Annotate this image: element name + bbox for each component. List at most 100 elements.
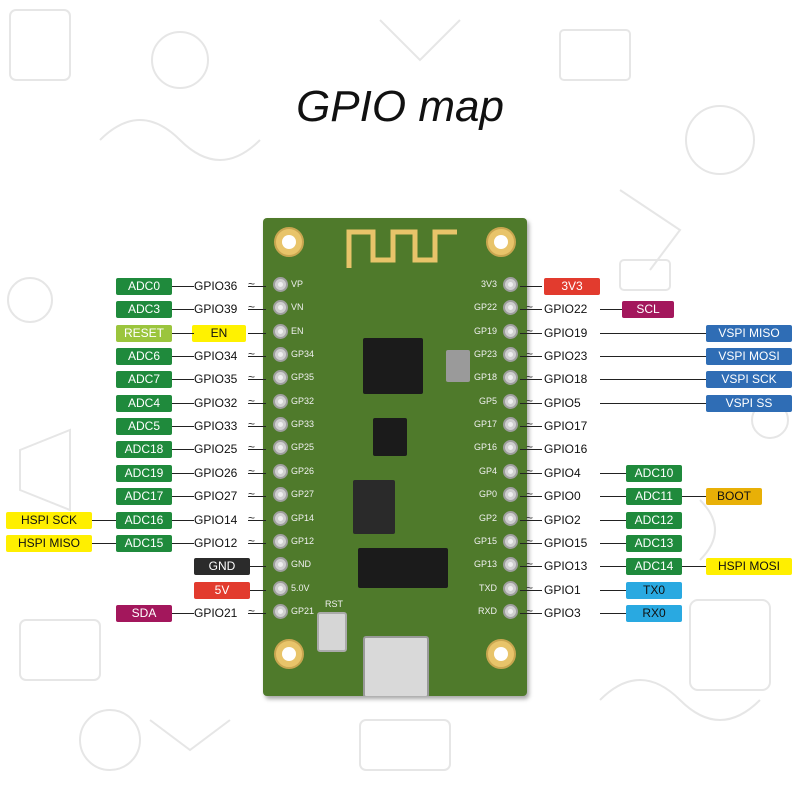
pin-pad bbox=[273, 463, 288, 479]
wave-mark: ~ bbox=[248, 277, 256, 291]
lead-line bbox=[172, 309, 194, 311]
extra-label: HSPI MOSI bbox=[706, 558, 792, 576]
wave-mark: ~ bbox=[248, 463, 256, 478]
usb-uart-chip bbox=[358, 548, 448, 588]
right-silk-label: GP16 bbox=[473, 442, 497, 453]
pin-pad bbox=[273, 323, 288, 339]
extra-label: BOOT bbox=[706, 488, 762, 506]
right-silk-label: GP23 bbox=[473, 349, 497, 360]
function-label: ADC15 bbox=[116, 534, 172, 552]
function-label: SCL bbox=[622, 301, 674, 319]
gpio-label: GPIO27 bbox=[194, 489, 238, 504]
gpio-label: GPIO2 bbox=[544, 512, 581, 527]
wave-mark: ~ bbox=[526, 440, 534, 455]
lead-line bbox=[248, 566, 266, 568]
gpio-label: GPIO14 bbox=[194, 512, 238, 527]
wave-mark: ~ bbox=[248, 603, 256, 618]
function-label: ADC14 bbox=[626, 558, 682, 576]
gpio-label: GPIO26 bbox=[194, 465, 238, 480]
left-silk-label: VP bbox=[291, 279, 304, 289]
wave-mark: ~ bbox=[526, 300, 534, 315]
pin-pad bbox=[503, 417, 518, 433]
lead-line bbox=[520, 379, 542, 381]
left-silk-label: EN bbox=[291, 325, 304, 336]
pin-pad bbox=[273, 440, 288, 456]
hspi-label: HSPI SCK bbox=[6, 511, 92, 529]
function-label: 3V3 bbox=[544, 278, 600, 295]
pin-pad bbox=[273, 487, 288, 503]
lead-line bbox=[172, 402, 194, 404]
lead-line bbox=[172, 472, 194, 474]
lead-line bbox=[248, 472, 266, 474]
lead-line bbox=[92, 519, 116, 521]
lead-line bbox=[172, 286, 194, 287]
wave-mark: ~ bbox=[526, 370, 534, 385]
lead-line bbox=[248, 612, 266, 614]
pin-pad bbox=[273, 533, 288, 549]
left-silk-label: 5.0V bbox=[291, 582, 310, 593]
lead-line bbox=[682, 566, 706, 568]
lead-line bbox=[248, 332, 266, 334]
lead-line bbox=[600, 612, 626, 614]
gpio-label: GPIO33 bbox=[194, 419, 238, 434]
lead-line bbox=[248, 286, 266, 287]
gpio-label: GPIO23 bbox=[544, 349, 588, 364]
pin-pad bbox=[503, 580, 518, 596]
wave-mark: ~ bbox=[248, 370, 256, 385]
gpio-label: GPIO4 bbox=[544, 465, 581, 480]
right-silk-label: GP19 bbox=[473, 325, 497, 336]
gpio-label: GPIO0 bbox=[544, 489, 581, 504]
left-silk-label: GP33 bbox=[291, 419, 315, 430]
right-silk-label: GP13 bbox=[473, 559, 497, 570]
lead-line bbox=[600, 472, 626, 474]
wave-mark: ~ bbox=[526, 603, 534, 618]
wave-mark: ~ bbox=[526, 533, 534, 548]
function-label: VSPI SCK bbox=[706, 371, 792, 389]
rst-button[interactable] bbox=[317, 612, 347, 652]
gpio-label: GPIO15 bbox=[544, 535, 588, 550]
gpio-label: GPIO32 bbox=[194, 395, 238, 410]
pin-pad bbox=[503, 440, 518, 456]
function-label: SDA bbox=[116, 604, 172, 622]
gpio-label: GPIO19 bbox=[544, 325, 588, 340]
wave-mark: ~ bbox=[248, 440, 256, 455]
function-label: ADC7 bbox=[116, 371, 172, 389]
function-label: ADC16 bbox=[116, 511, 172, 529]
lead-line bbox=[520, 286, 542, 287]
lead-line bbox=[600, 519, 626, 521]
lead-line bbox=[600, 542, 626, 544]
wave-mark: ~ bbox=[248, 300, 256, 315]
function-label: VSPI MOSI bbox=[706, 348, 792, 366]
wave-mark: ~ bbox=[526, 417, 534, 432]
mounting-hole-icon bbox=[274, 227, 304, 257]
wave-mark: ~ bbox=[248, 487, 256, 502]
wave-mark: ~ bbox=[248, 347, 256, 362]
gpio-label: GPIO13 bbox=[544, 559, 588, 574]
page-title: GPIO map bbox=[296, 82, 504, 131]
lead-line bbox=[172, 426, 194, 428]
gpio-label: EN bbox=[192, 324, 246, 342]
gpio-label: GPIO21 bbox=[194, 605, 238, 620]
gpio-label: GPIO1 bbox=[544, 582, 581, 597]
pin-pad bbox=[273, 370, 288, 386]
gpio-label: GPIO16 bbox=[544, 442, 588, 457]
lead-line bbox=[600, 379, 706, 381]
right-silk-label: GP22 bbox=[473, 302, 497, 313]
lead-line bbox=[600, 356, 706, 358]
lead-line bbox=[172, 379, 194, 381]
gpio-label: GPIO3 bbox=[544, 605, 581, 620]
lead-line bbox=[248, 402, 266, 404]
lead-line bbox=[600, 566, 626, 568]
function-label: ADC18 bbox=[116, 441, 172, 459]
lead-line bbox=[248, 356, 266, 358]
right-silk-label: GP5 bbox=[478, 395, 497, 406]
function-label: ADC5 bbox=[116, 418, 172, 436]
pin-pad bbox=[503, 300, 518, 316]
wave-mark: ~ bbox=[526, 487, 534, 502]
function-label: RESET bbox=[116, 324, 172, 342]
pin-pad bbox=[273, 417, 288, 433]
lead-line bbox=[600, 309, 622, 311]
lead-line bbox=[172, 356, 194, 358]
